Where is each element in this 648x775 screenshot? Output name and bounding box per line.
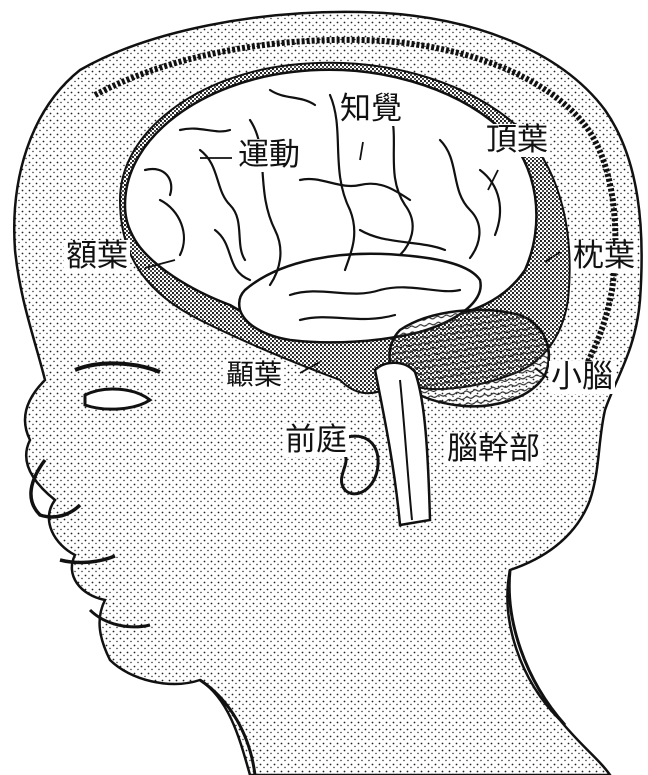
label-parietal: 頂葉 — [484, 124, 550, 157]
label-frontal: 額葉 — [64, 240, 130, 273]
label-motor: 運動 — [236, 139, 302, 172]
label-brainstem: 腦幹部 — [445, 433, 542, 466]
label-vestibule: 前庭 — [283, 424, 349, 457]
label-sensory: 知覺 — [338, 93, 404, 126]
label-occipital: 枕葉 — [571, 240, 637, 273]
label-cerebellum: 小腦 — [549, 361, 615, 394]
label-temporal: 顳葉 — [224, 360, 284, 390]
